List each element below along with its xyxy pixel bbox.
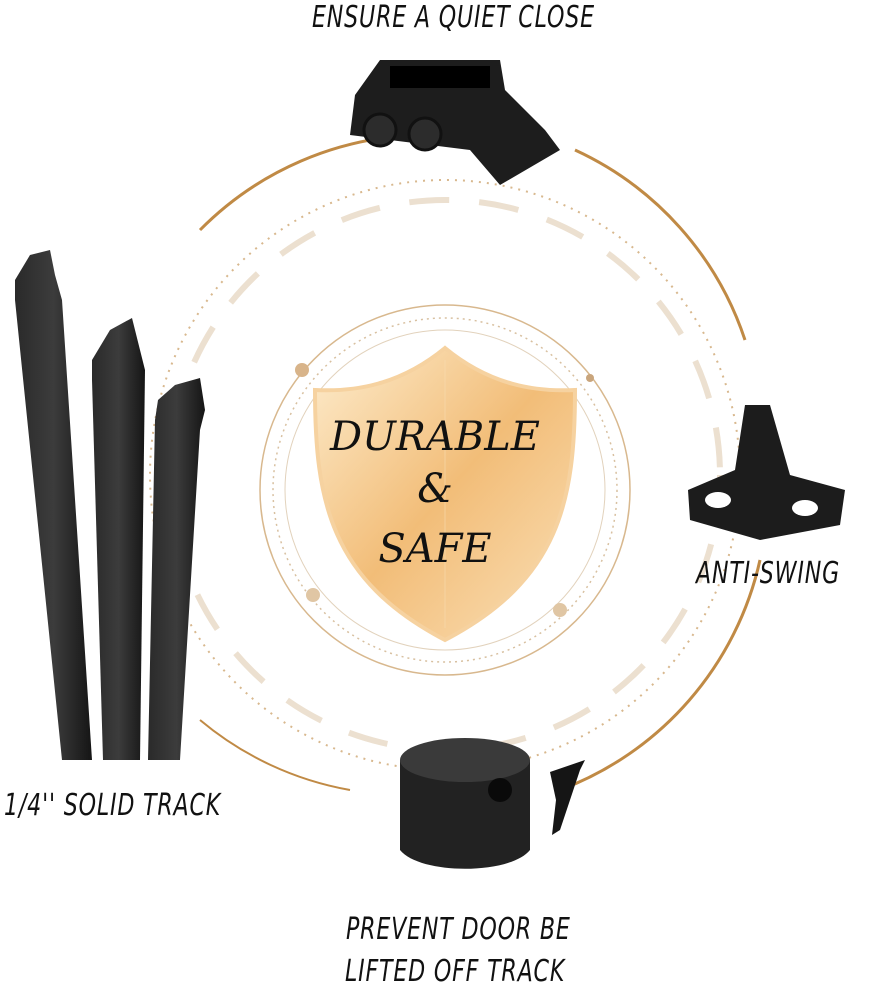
shield-text-durable: DURABLE [330, 414, 540, 460]
track-bars-icon [15, 250, 205, 760]
soft-close-bracket-icon [350, 60, 560, 185]
screw-icon [550, 760, 585, 835]
shield-text-safe: SAFE [378, 526, 492, 572]
anti-swing-guide-icon [688, 405, 845, 540]
label-anti-swing: ANTI-SWING [696, 556, 841, 591]
inner-ring [259, 304, 631, 676]
shield-icon [312, 345, 578, 643]
label-prevent-door-line1: PREVENT DOOR BE [346, 912, 571, 947]
label-ensure-quiet-close: ENSURE A QUIET CLOSE [312, 0, 595, 35]
label-prevent-door-line2: LIFTED OFF TRACK [345, 954, 566, 989]
floor-stopper-icon [400, 738, 530, 869]
shield-text-ampersand: & [417, 466, 453, 512]
label-solid-track: 1/4'' SOLID TRACK [4, 788, 222, 823]
